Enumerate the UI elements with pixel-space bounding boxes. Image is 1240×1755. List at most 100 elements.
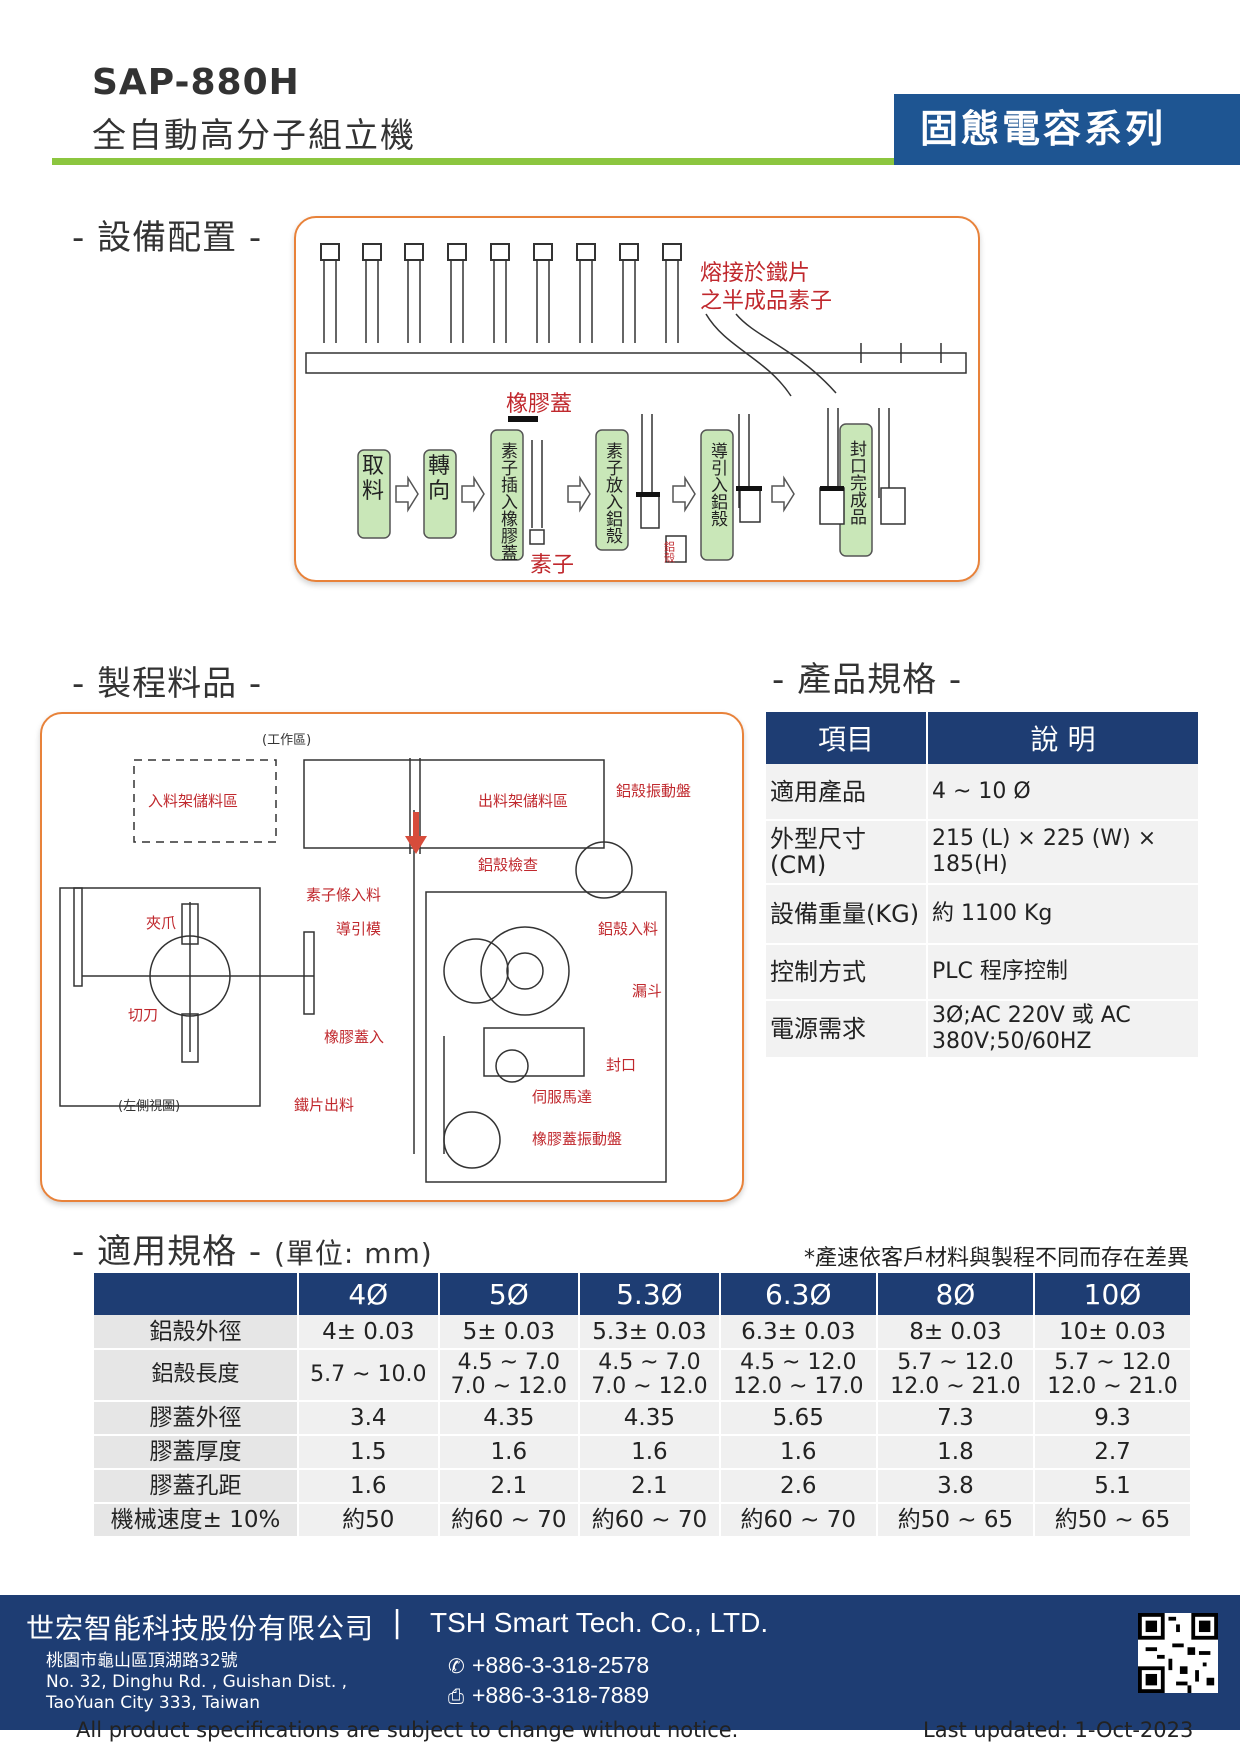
spec-header-item: 項目: [766, 712, 928, 764]
speed-note: *產速依客戶材料與製程不同而存在差異: [804, 1246, 1190, 1271]
spec-row: 適用產品 4 ~ 10 Ø: [766, 764, 1198, 821]
company-name-cn: 世宏智能科技股份有限公司: [26, 1612, 375, 1645]
spec-header-desc: 說 明: [927, 712, 1198, 764]
step-label-6: 封口完成品: [846, 440, 867, 525]
address-en-line2: TaoYuan City 333, Taiwan: [46, 1693, 260, 1713]
dims-row-label: 膠蓋孔距: [94, 1469, 299, 1504]
dims-cell: 5.1: [1034, 1469, 1190, 1504]
cap-vibrator-label: 橡膠蓋振動盤: [532, 1130, 622, 1148]
spec-key: 適用產品: [766, 764, 928, 821]
disclaimer: All product specifications are subject t…: [76, 1718, 739, 1742]
dims-row-label: 膠蓋厚度: [94, 1435, 299, 1470]
dims-row-label: 膠蓋外徑: [94, 1401, 299, 1436]
dims-cell: 2.7: [1034, 1435, 1190, 1470]
work-area-label: (工作區): [262, 733, 311, 748]
dims-cell: 7.3: [876, 1401, 1036, 1436]
dims-cell: 5.3± 0.03: [579, 1315, 721, 1350]
fax-icon: ⎙: [448, 1686, 464, 1708]
out-storage-label: 出料架儲料區: [478, 792, 568, 810]
dims-header-5-3: 5.3Ø: [579, 1273, 721, 1315]
spec-header-row: 項目 說 明: [766, 712, 1198, 764]
left-view-label: (左側視圖): [118, 1099, 180, 1114]
spec-row: 外型尺寸 (CM) 215 (L) × 225 (W) × 185(H): [766, 820, 1198, 885]
dims-cell: 約60 ~ 70: [719, 1503, 878, 1538]
dims-cell: 1.6: [719, 1435, 878, 1470]
phone-number: +886-3-318-2578: [472, 1652, 650, 1678]
dims-cell: 1.6: [438, 1435, 581, 1470]
cutter-label: 切刀: [128, 1006, 158, 1024]
shell-check-label: 鋁殼檢查: [478, 856, 538, 874]
address-cn: 桃園市龜山區頂湖路32號: [46, 1651, 238, 1671]
spec-row: 電源需求 3Ø;AC 220V 或 AC 380V;50/60HZ: [766, 1000, 1198, 1059]
qr-code-icon[interactable]: [1138, 1613, 1218, 1693]
dims-cell: 約50: [298, 1503, 440, 1538]
dims-cell: 3.8: [876, 1469, 1036, 1504]
dims-header-5: 5Ø: [438, 1273, 581, 1315]
address-en-line1: No. 32, Dinghu Rd. , Guishan Dist. ,: [46, 1672, 348, 1692]
company-address: 桃園市龜山區頂湖路32號 No. 32, Dinghu Rd. , Guisha…: [46, 1651, 347, 1714]
svg-text:向: 向: [428, 479, 450, 504]
dims-cell: 1.6: [298, 1469, 440, 1504]
dims-cell: 4.35: [438, 1401, 581, 1436]
cap-feed-label: 橡膠蓋入: [324, 1028, 384, 1046]
dims-cell: 1.8: [876, 1435, 1036, 1470]
dims-cell: 9.3: [1034, 1401, 1190, 1436]
dims-row-label: 機械速度± 10%: [94, 1503, 299, 1538]
dims-cell: 1.6: [579, 1435, 721, 1470]
phone-icon: ✆: [448, 1656, 465, 1678]
dims-cell: 3.4: [298, 1401, 440, 1436]
element-feed-label: 素子條入料: [306, 886, 381, 904]
contact-numbers: ✆ +886-3-318-2578 ⎙ +886-3-318-7889: [448, 1651, 649, 1711]
aluminum-shell-label: 鋁殼: [663, 540, 676, 564]
dims-cell: 10± 0.03: [1034, 1315, 1190, 1350]
spec-value: 3Ø;AC 220V 或 AC 380V;50/60HZ: [927, 1000, 1198, 1059]
dims-header-6-3: 6.3Ø: [719, 1273, 878, 1315]
footer: 世宏智能科技股份有限公司 | TSH Smart Tech. Co., LTD.…: [0, 1595, 1240, 1730]
spec-key: 電源需求: [766, 1000, 928, 1059]
process-diagram: 入料架儲料區 出料架儲料區 鋁殼振動盤 鋁殼檢查 素子條入料 導引模 夾爪 鋁殼…: [59, 733, 691, 1183]
element-label: 素子: [530, 553, 574, 578]
step-label-2: 轉: [428, 454, 450, 479]
layout-diagram: 取 料 轉 向 素子插入橡膠蓋 素子放入鋁殼 導引入鋁殼 封口完成品 熔接於鐵片…: [305, 243, 967, 578]
spec-key: 控制方式: [766, 944, 928, 1001]
funnel-label: 漏斗: [632, 982, 662, 1000]
series-badge: 固態電容系列: [894, 94, 1240, 165]
spec-value: 約 1100 Kg: [927, 884, 1198, 945]
step-label-1: 取: [362, 454, 384, 479]
dims-header-blank: [94, 1273, 299, 1315]
dims-cell: 5± 0.03: [438, 1315, 581, 1350]
fax-number: +886-3-318-7889: [472, 1682, 650, 1708]
dims-cell: 2.1: [438, 1469, 581, 1504]
in-storage-label: 入料架儲料區: [148, 792, 238, 810]
spec-table: 項目 說 明 適用產品 4 ~ 10 Ø 外型尺寸 (CM) 215 (L) ×…: [766, 712, 1198, 1059]
dims-cell: 約50 ~ 65: [1034, 1503, 1190, 1538]
dims-header-4: 4Ø: [298, 1273, 440, 1315]
servo-label: 伺服馬達: [532, 1088, 592, 1106]
dims-unit: (單位: mm): [273, 1237, 433, 1270]
footer-separator: |: [392, 1605, 403, 1640]
dims-cell: 4.5 ~ 7.0 7.0 ~ 12.0: [438, 1349, 581, 1402]
shell-vibrator-label: 鋁殼振動盤: [616, 782, 691, 800]
dims-row-label: 鋁殼外徑: [94, 1315, 299, 1350]
element-row: [320, 243, 682, 261]
process-diagram-frame: 入料架儲料區 出料架儲料區 鋁殼振動盤 鋁殼檢查 素子條入料 導引模 夾爪 鋁殼…: [40, 712, 744, 1202]
section-title-process: - 製程料品 -: [72, 664, 263, 704]
spec-key: 外型尺寸 (CM): [766, 820, 928, 885]
welded-label-2: 之半成品素子: [700, 289, 832, 314]
last-updated: Last updated: 1-Oct-2023: [923, 1718, 1194, 1742]
spec-value: PLC 程序控制: [927, 944, 1198, 1001]
strip-out-label: 鐵片出料: [294, 1096, 354, 1114]
svg-text:料: 料: [362, 479, 384, 504]
rubber-cap-label: 橡膠蓋: [506, 392, 572, 417]
model-name: SAP-880H: [92, 62, 300, 103]
dims-title: - 適用規格 -: [72, 1232, 263, 1272]
section-title-layout: - 設備配置 -: [72, 218, 263, 258]
clamp-label: 夾爪: [146, 914, 176, 932]
dims-header-10: 10Ø: [1034, 1273, 1190, 1315]
product-subtitle: 全自動高分子組立機: [92, 116, 416, 156]
dims-cell: 1.5: [298, 1435, 440, 1470]
dims-cell: 4.5 ~ 7.0 7.0 ~ 12.0: [579, 1349, 721, 1402]
